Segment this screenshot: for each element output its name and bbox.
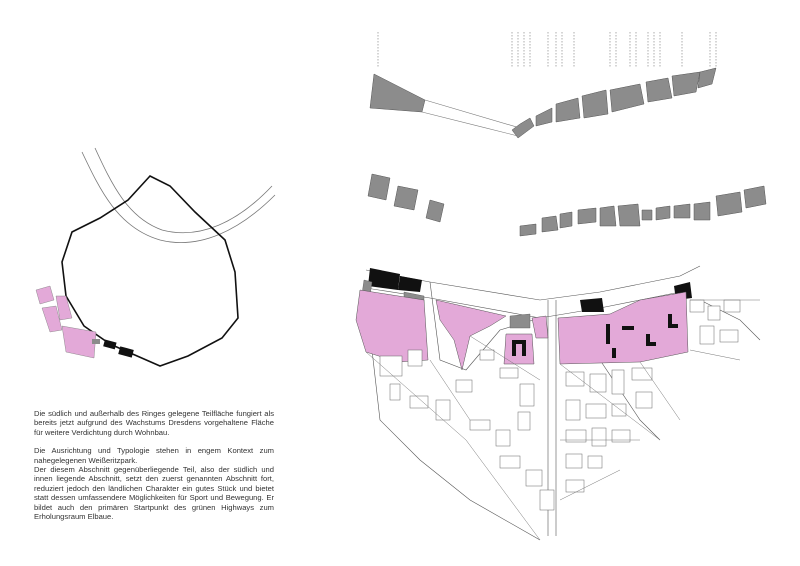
description-paragraph-2: Die Ausrichtung und Typologie stehen in … [34,446,274,465]
ring-highlight-area-4 [55,295,73,321]
description-paragraph-3: Der diesem Abschnitt gegenüberliegende T… [34,465,274,522]
ring-highlight-area-3 [61,325,97,359]
description-text: Die südlich und außerhalb des Ringes gel… [34,409,274,521]
river-line-outer [81,151,276,243]
strip-2 [367,173,767,237]
ring-highlight-area-2 [41,305,63,333]
site-plan-building-outlines [379,299,741,511]
river-line-inner [94,147,273,234]
strip-1 [369,67,717,139]
site-plan-black-details [512,314,678,358]
ring-building-1 [103,339,117,350]
site-plan-black-buildings [368,268,692,312]
ring-building-3 [92,339,100,344]
ring-outline [61,175,239,367]
site-plan-streets [365,299,760,541]
ring-highlight-area-1 [35,285,55,305]
paragraph-gap [34,437,274,446]
description-paragraph-1: Die südlich und außerhalb des Ringes gel… [34,409,274,437]
site-plan-pink-areas [355,289,689,371]
dashed-guide-lines [377,32,717,68]
ring-building-2 [118,346,134,358]
